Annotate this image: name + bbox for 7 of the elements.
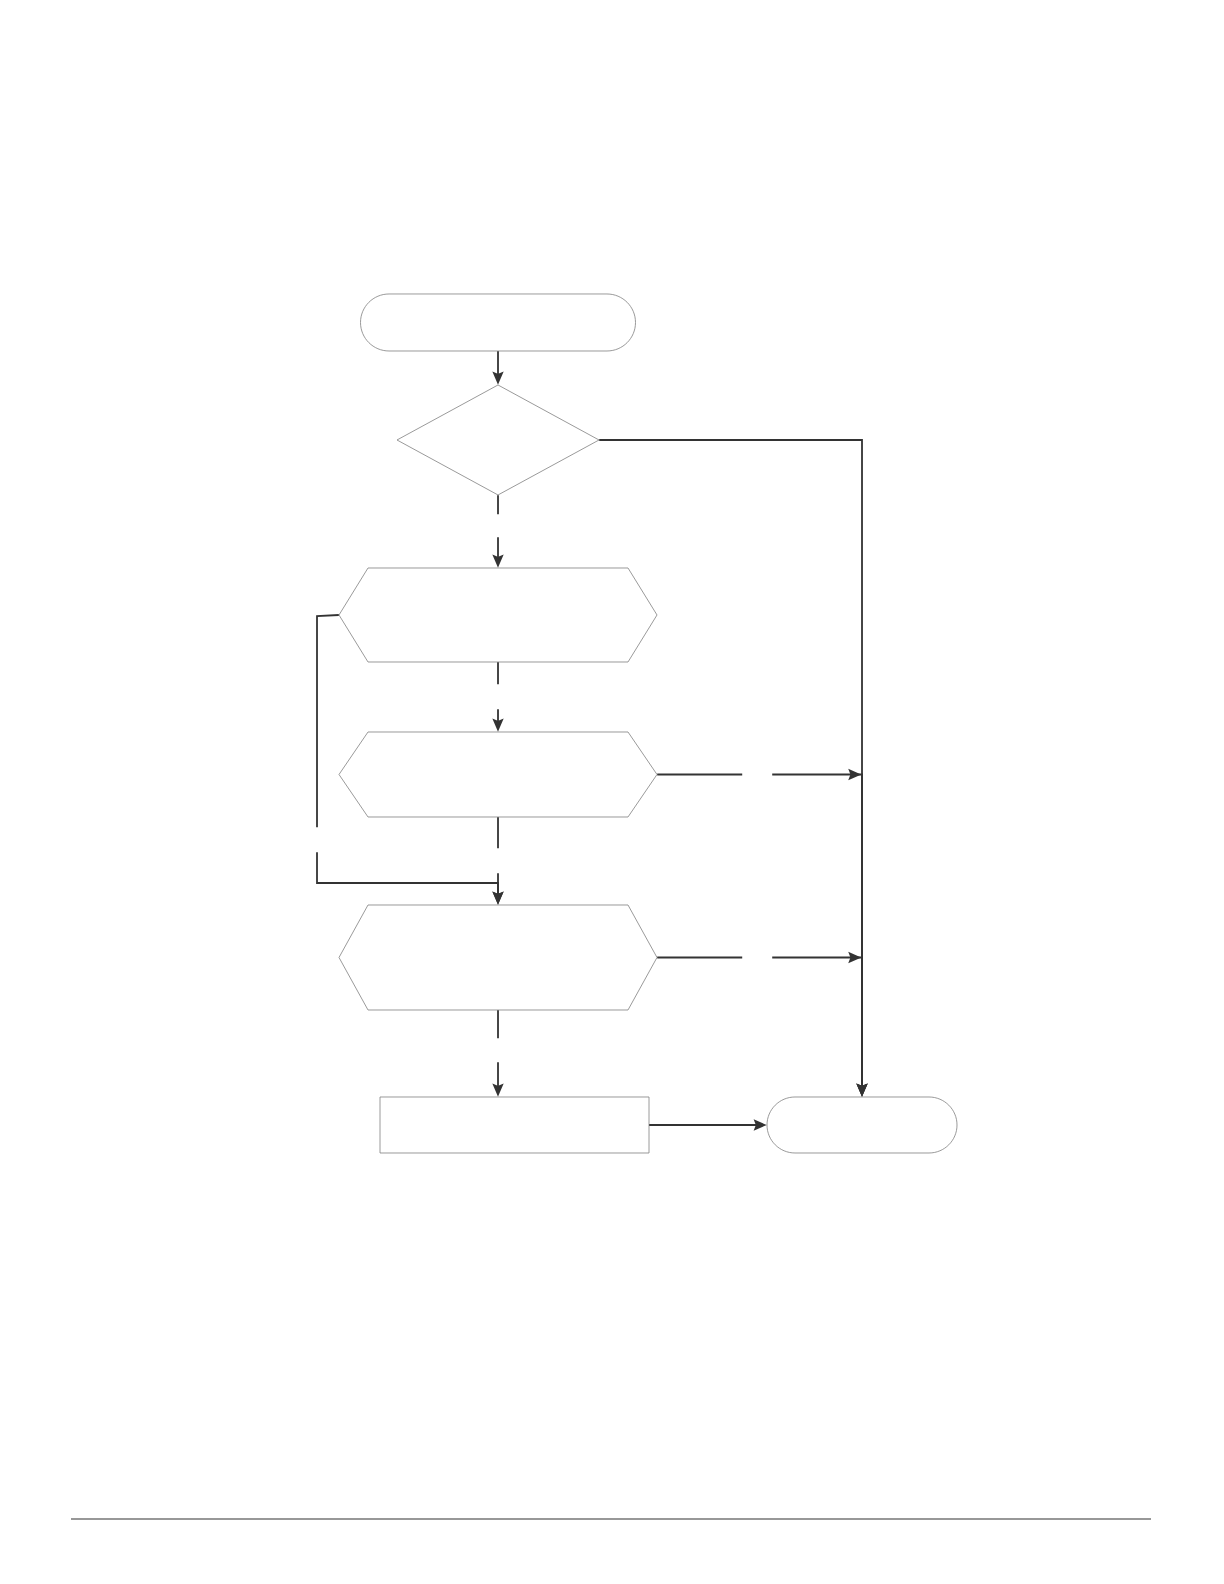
decision-diamond [396, 384, 600, 496]
hexagon-box [338, 904, 658, 1011]
rounded-box [766, 1096, 958, 1154]
process-box [379, 1096, 650, 1154]
hexagon-box [338, 731, 658, 818]
rounded-box [360, 293, 636, 352]
hexagon-box [338, 567, 658, 663]
